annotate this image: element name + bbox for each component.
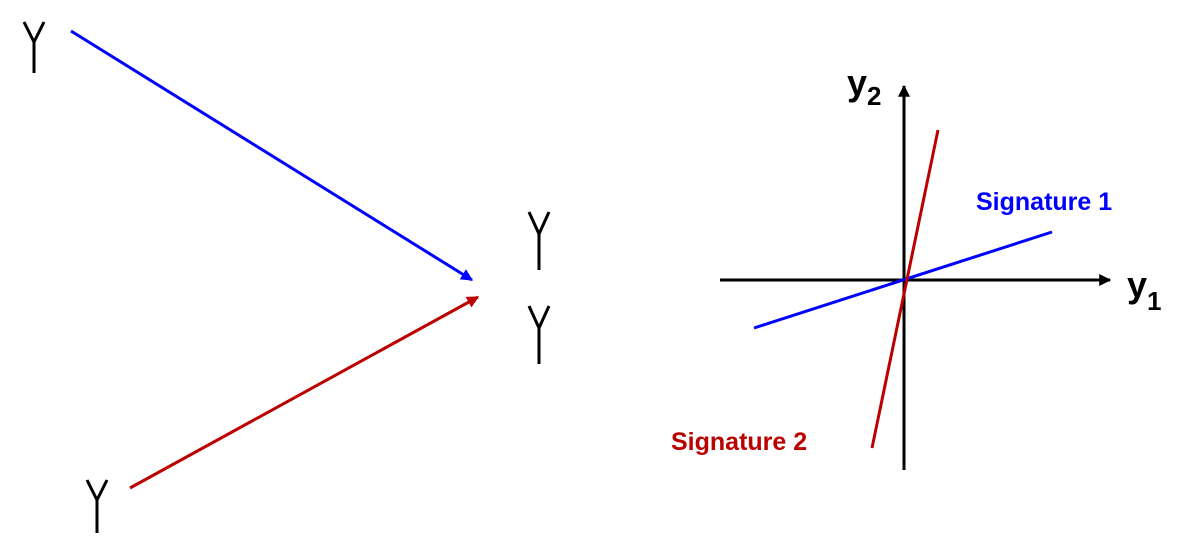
y2-axis-label: y2	[847, 62, 882, 111]
propagation-panel	[22, 21, 551, 533]
antenna-icon	[22, 21, 46, 73]
signature-2-line	[870, 129, 940, 449]
signature-1-line	[753, 230, 1053, 330]
signature-1-label: Signature 1	[976, 188, 1112, 216]
signal-path-2	[129, 295, 480, 490]
antenna-icon	[527, 211, 551, 270]
signature-space-plot: y2 y1 Signature 1 Signature 2	[671, 62, 1162, 470]
signature-2-label: Signature 2	[671, 428, 807, 456]
antenna-icon	[527, 305, 551, 364]
antenna-icon	[85, 479, 109, 533]
y1-axis-label: y1	[1127, 264, 1162, 316]
signal-path-1	[70, 29, 474, 282]
